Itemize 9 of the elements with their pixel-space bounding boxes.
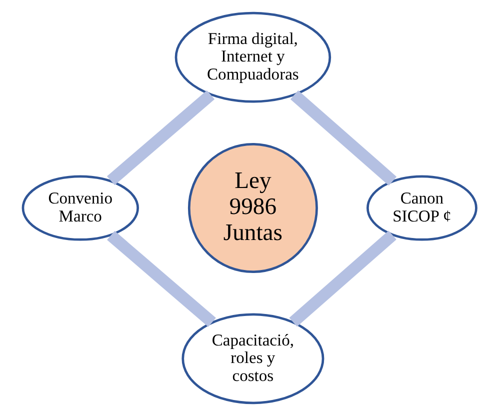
node-circle: Ley 9986 Juntas bbox=[187, 143, 318, 273]
connector bbox=[290, 90, 396, 186]
connector bbox=[106, 90, 214, 186]
node-ellipse: Canon SICOP ¢ bbox=[366, 175, 477, 241]
node-ellipse: Capacitació, roles y costos bbox=[181, 313, 324, 404]
connector bbox=[106, 230, 216, 327]
connector bbox=[288, 230, 396, 327]
node-ellipse: Convenio Marco bbox=[21, 175, 138, 241]
node-ellipse: Firma digital, Internet y Compuadoras bbox=[174, 12, 331, 103]
